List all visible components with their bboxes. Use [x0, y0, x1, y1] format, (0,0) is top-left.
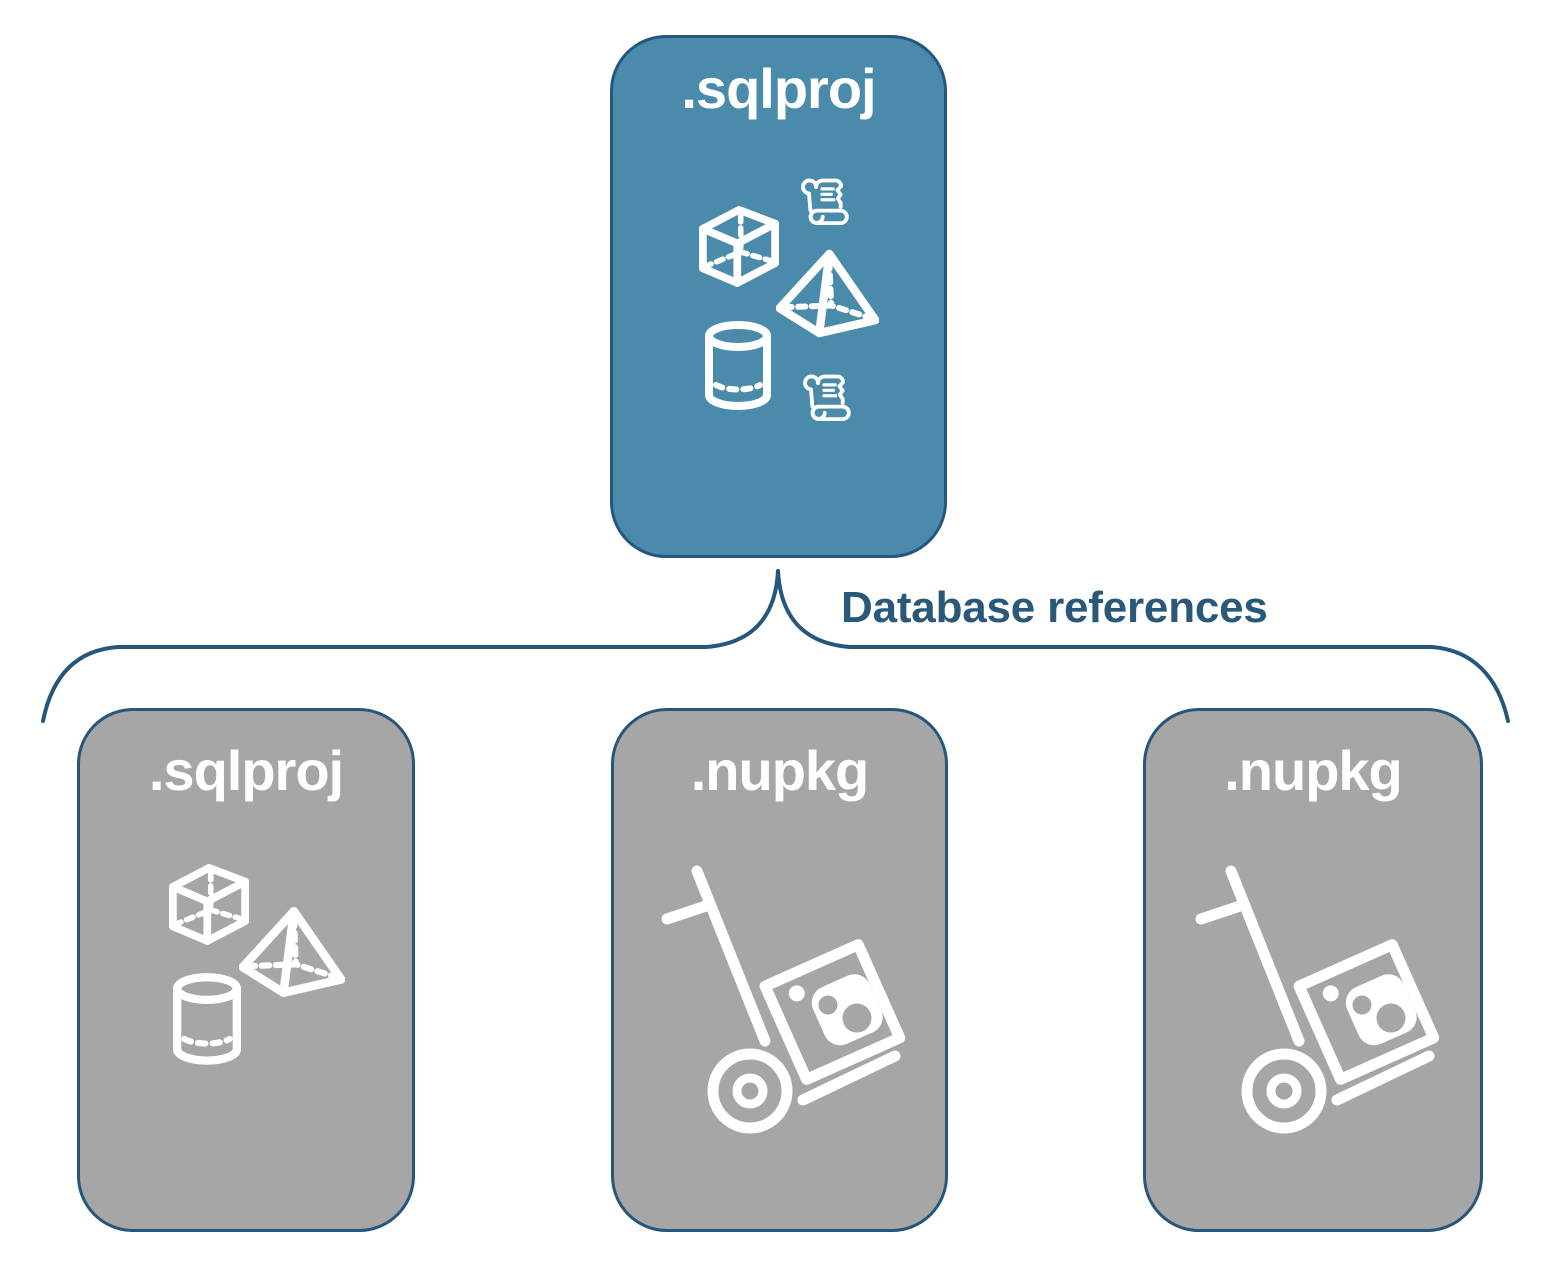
cube-icon — [173, 868, 245, 941]
brace-left-half — [41, 569, 780, 723]
referenced-sqlproj-card: .sqlproj — [77, 708, 415, 1232]
referenced-nupkg-card-2: .nupkg — [1143, 708, 1483, 1232]
script-scroll-icon — [803, 374, 851, 422]
script-scroll-icon — [801, 178, 849, 226]
main-sqlproj-card: .sqlproj — [610, 35, 947, 558]
main-sqlproj-card-title: .sqlproj — [681, 57, 876, 120]
referenced-nupkg-card-2-title: .nupkg — [1224, 739, 1403, 802]
referenced-sqlproj-card-title: .sqlproj — [148, 739, 344, 802]
referenced-nupkg-icon-cluster — [640, 843, 932, 1143]
referenced-sqlproj-icon-cluster — [163, 858, 373, 1073]
pyramid-icon — [243, 911, 341, 992]
hand-truck-package-icon — [667, 871, 900, 1128]
referenced-nupkg-icon-cluster — [1174, 843, 1466, 1143]
cylinder-icon — [177, 977, 237, 1060]
pyramid-icon — [780, 254, 876, 333]
main-card-icon-cluster — [691, 178, 901, 422]
cylinder-icon — [709, 325, 767, 406]
hand-truck-package-icon — [1201, 871, 1434, 1128]
referenced-nupkg-card-1-title: .nupkg — [690, 739, 870, 802]
referenced-nupkg-card-1: .nupkg — [611, 708, 948, 1232]
cube-icon — [703, 210, 775, 283]
database-references-label: Database references — [841, 583, 1268, 632]
